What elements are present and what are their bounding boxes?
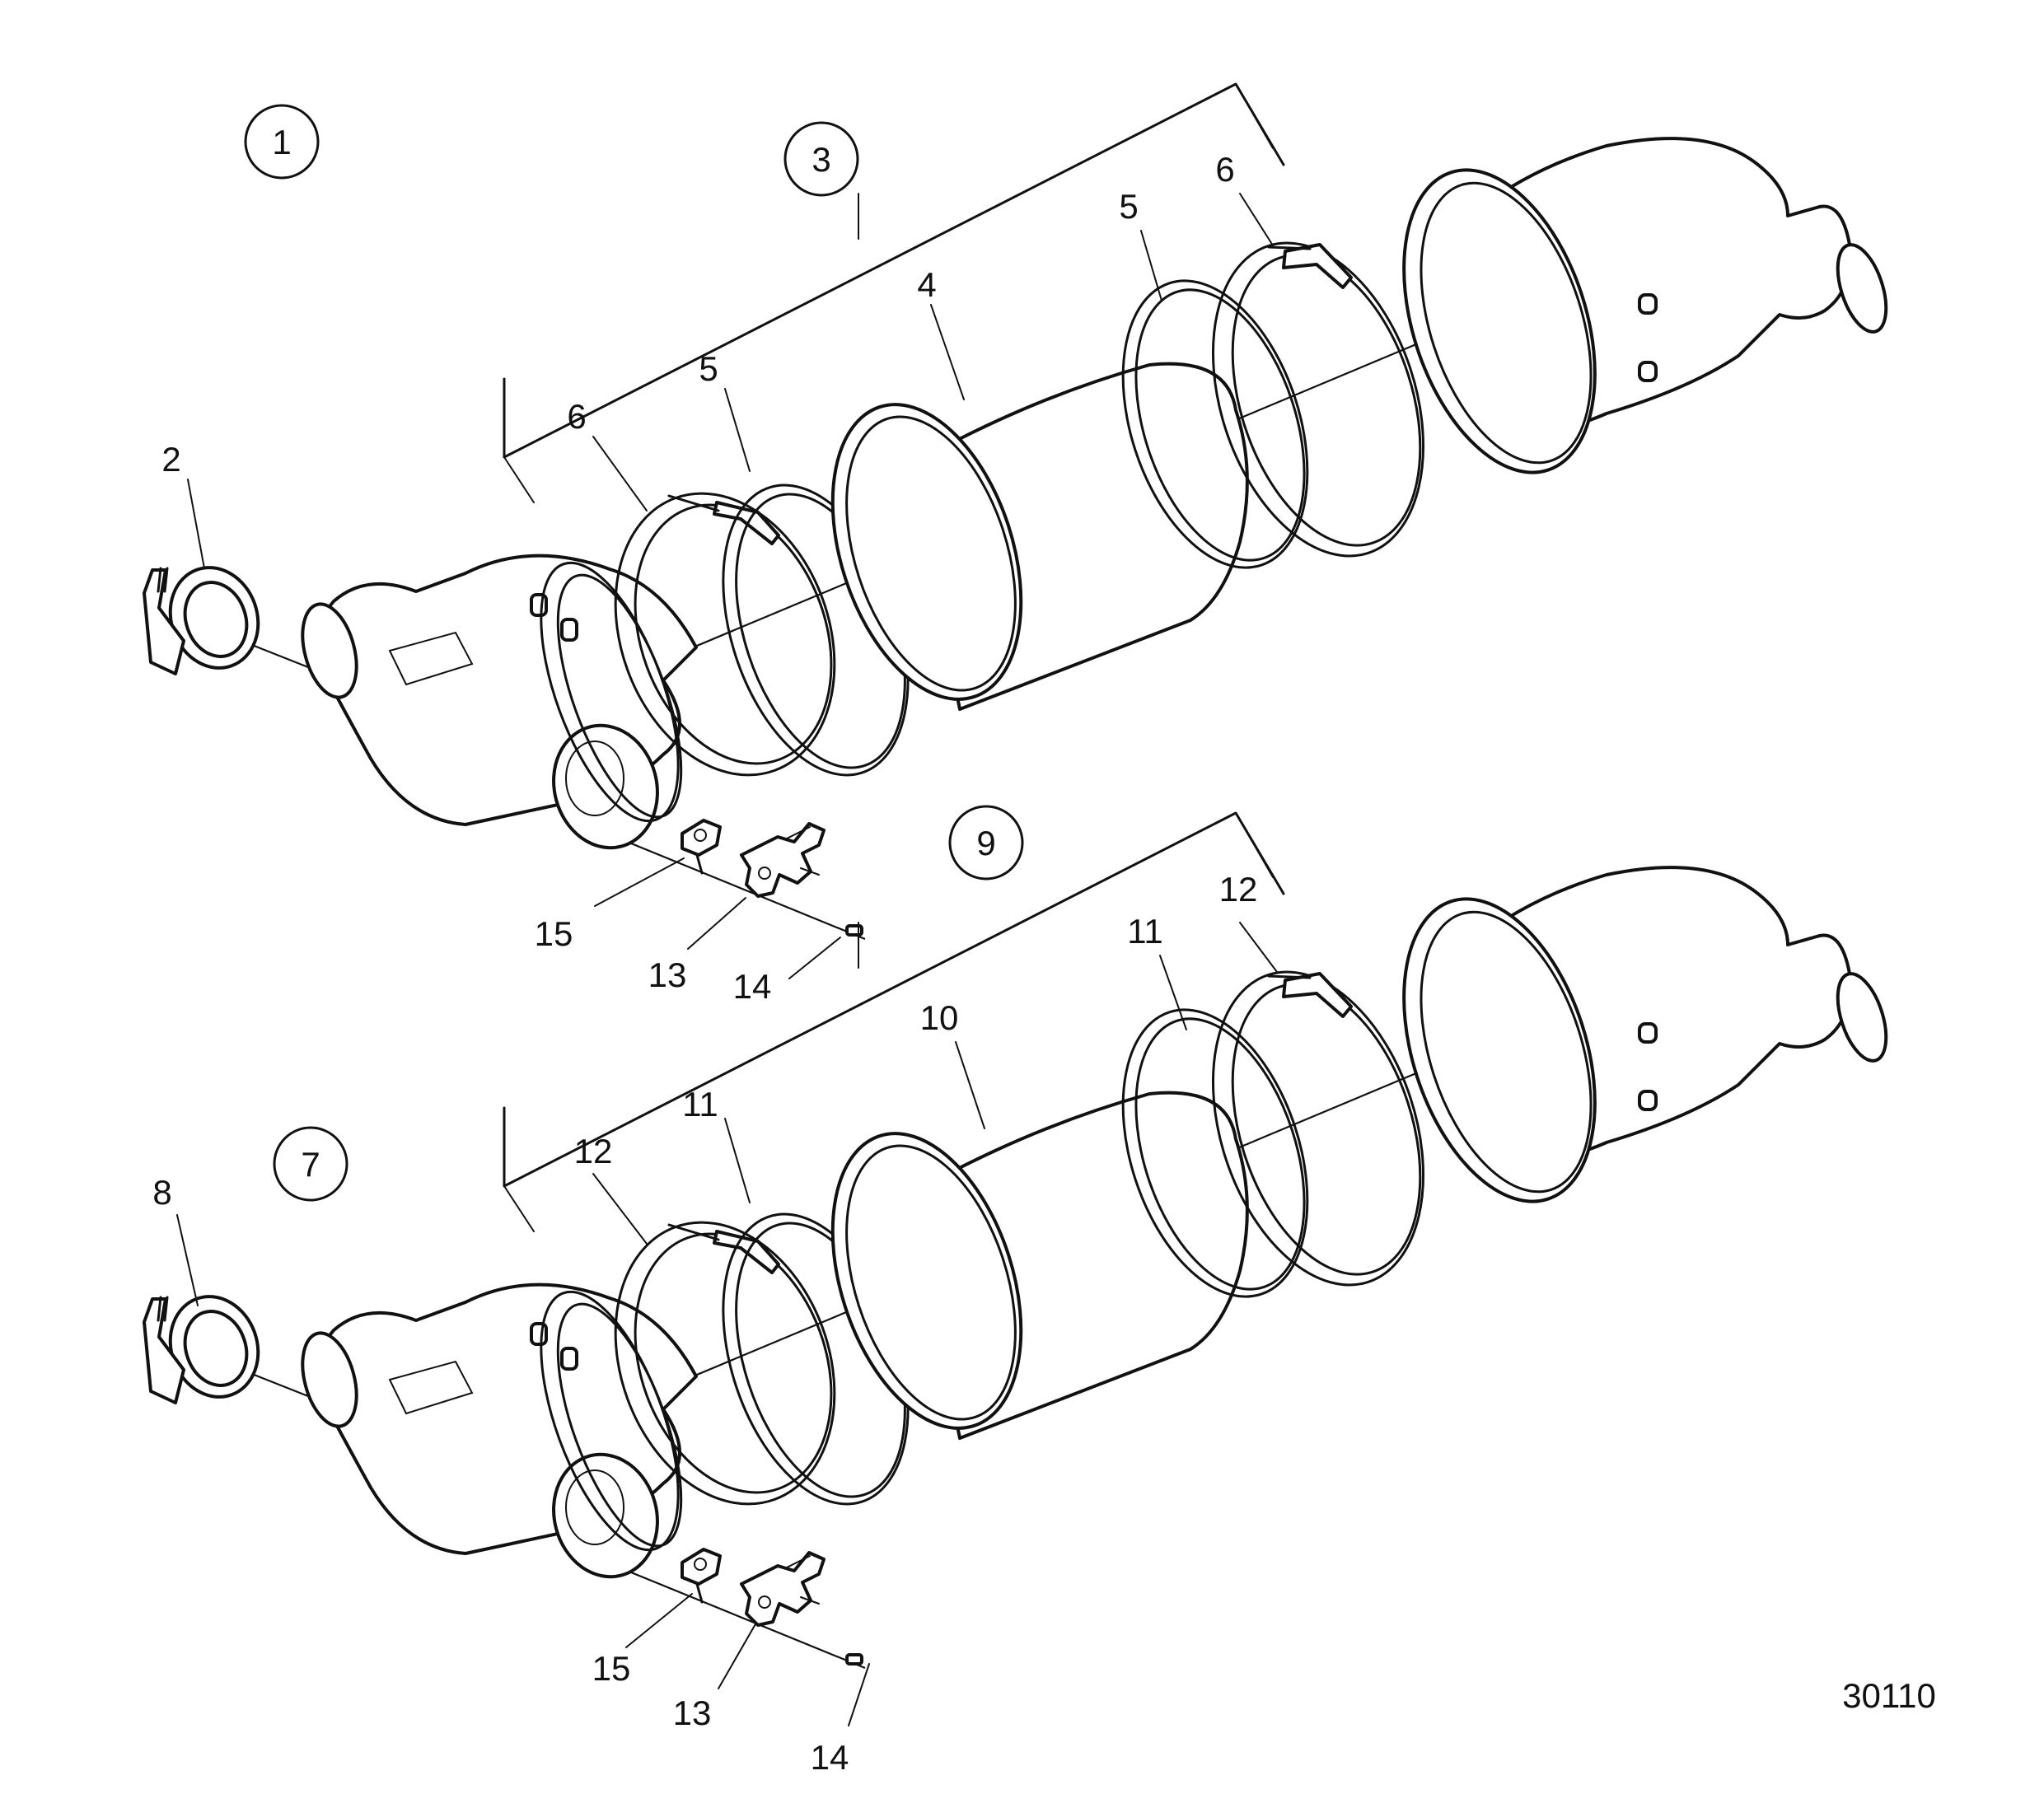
label-11-left: 11 xyxy=(682,1085,718,1124)
label-5-left: 5 xyxy=(699,349,718,388)
label-4: 4 xyxy=(917,265,936,304)
label-14-top: 14 xyxy=(733,967,772,1006)
label-15-top: 15 xyxy=(535,914,573,953)
label-11-right: 11 xyxy=(1127,912,1163,951)
callout-9: 9 xyxy=(948,805,1024,881)
leader-lines-top xyxy=(187,193,1274,979)
leader-lines-bottom xyxy=(176,922,1278,1726)
svg-text:3: 3 xyxy=(812,140,830,179)
label-5-right: 5 xyxy=(1119,187,1138,226)
callout-3: 3 xyxy=(783,121,859,197)
label-14-bottom: 14 xyxy=(811,1738,849,1777)
callout-1: 1 xyxy=(244,104,320,180)
label-12-right: 12 xyxy=(1219,870,1258,909)
label-13-top: 13 xyxy=(648,955,687,994)
callout-7: 7 xyxy=(273,1126,348,1202)
assembly-1 xyxy=(143,82,1897,941)
label-6-left: 6 xyxy=(567,397,586,436)
label-6-right: 6 xyxy=(1215,150,1234,189)
svg-text:1: 1 xyxy=(272,123,291,161)
label-8: 8 xyxy=(152,1173,171,1212)
label-13-bottom: 13 xyxy=(673,1694,712,1732)
label-10: 10 xyxy=(920,998,959,1037)
label-12-left: 12 xyxy=(574,1132,613,1170)
assembly-7 xyxy=(143,811,1897,1670)
label-2: 2 xyxy=(161,440,180,479)
figure-number: 30110 xyxy=(1842,1676,1936,1715)
svg-text:9: 9 xyxy=(976,824,995,862)
svg-text:7: 7 xyxy=(301,1145,320,1184)
label-15-bottom: 15 xyxy=(592,1649,631,1688)
